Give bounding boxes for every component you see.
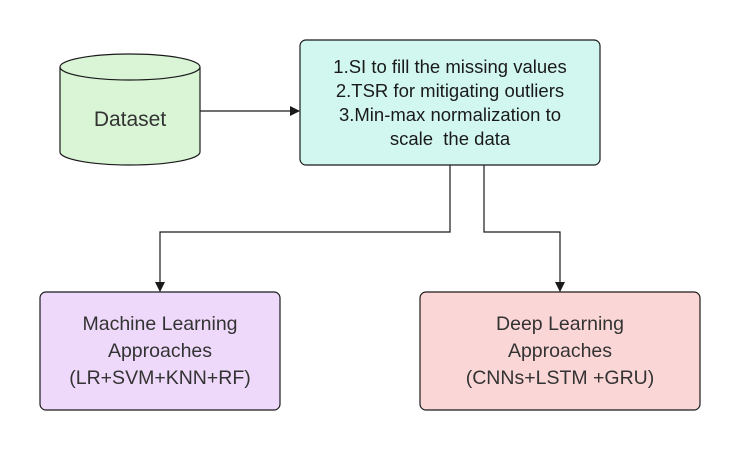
dataset-cylinder-body	[59, 67, 201, 166]
ml-title-line-2: Approaches	[107, 339, 213, 362]
ml-title-line-1: Machine Learning	[82, 312, 238, 335]
dl-approaches-box	[419, 291, 701, 411]
preprocessing-step-2: 2.TSR for mitigating outliers	[335, 79, 565, 101]
ml-approaches-label: Machine Learning Approaches (LR+SVM+KNN+…	[40, 292, 280, 410]
preprocessing-steps: 1.SI to fill the missing values 2.TSR fo…	[300, 40, 600, 165]
arrow-preprocessing-to-dl	[483, 165, 565, 292]
ml-models: (LR+SVM+KNN+RF)	[69, 366, 251, 389]
preprocessing-step-3: 3.Min-max normalization to	[338, 103, 562, 125]
preprocessing-step-1: 1.SI to fill the missing values	[333, 55, 567, 77]
dataset-cylinder	[59, 53, 201, 166]
dataset-label: Dataset	[60, 95, 200, 145]
dl-models: (CNNs+LSTM +GRU)	[465, 366, 655, 389]
dl-title-line-1: Deep Learning	[496, 312, 624, 335]
dl-title-line-2: Approaches	[507, 339, 613, 362]
dataset-label-text: Dataset	[93, 108, 167, 131]
ml-approaches-box	[39, 291, 281, 411]
preprocessing-step-3-continued: scale the data	[389, 127, 511, 149]
arrow-preprocessing-to-ml	[155, 165, 451, 292]
dl-approaches-label: Deep Learning Approaches (CNNs+LSTM +GRU…	[420, 292, 700, 410]
dataset-cylinder-top	[59, 53, 201, 81]
